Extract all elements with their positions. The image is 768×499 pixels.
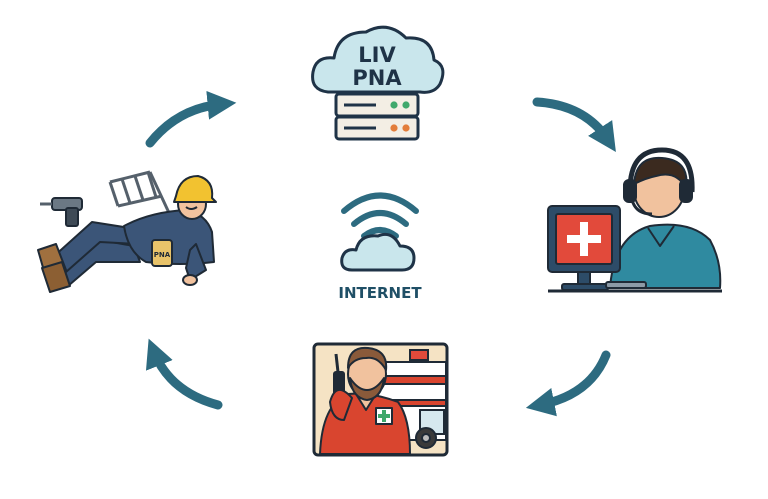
dispatcher-icon	[547, 147, 722, 293]
paramedic-icon	[312, 342, 449, 457]
arrow-server-to-dispatcher	[532, 97, 616, 153]
wifi-cloud-icon	[340, 192, 419, 272]
drill	[40, 197, 83, 227]
ladder	[108, 170, 172, 216]
internet-label: INTERNET	[338, 284, 422, 302]
headset-band	[627, 147, 695, 193]
arrow-worker-to-server	[145, 90, 237, 148]
cloud-server-icon: LIV PNA	[311, 25, 445, 141]
medic-hair	[347, 346, 388, 371]
small-cloud	[340, 232, 416, 272]
cycle-arrows	[145, 90, 616, 417]
helmet	[173, 175, 217, 203]
cloud-label-line2: PNA	[352, 66, 402, 90]
keyboard	[605, 281, 647, 289]
arrow-paramedic-to-worker	[145, 338, 223, 410]
pna-device	[151, 239, 173, 267]
monitor	[547, 205, 621, 291]
pna-device-label: PNA	[154, 251, 171, 259]
dispatcher-body	[609, 223, 722, 289]
arrow-dispatcher-to-paramedic	[525, 350, 611, 417]
cloud-shape	[311, 25, 445, 94]
fallen-worker-icon: PNA	[37, 170, 217, 293]
arm	[185, 243, 207, 281]
server-rack	[334, 92, 420, 141]
boot-bottom	[41, 261, 71, 293]
medic-beard	[349, 377, 385, 401]
cloud-label-line1: LIV	[358, 43, 396, 67]
wifi-waves	[341, 192, 419, 239]
